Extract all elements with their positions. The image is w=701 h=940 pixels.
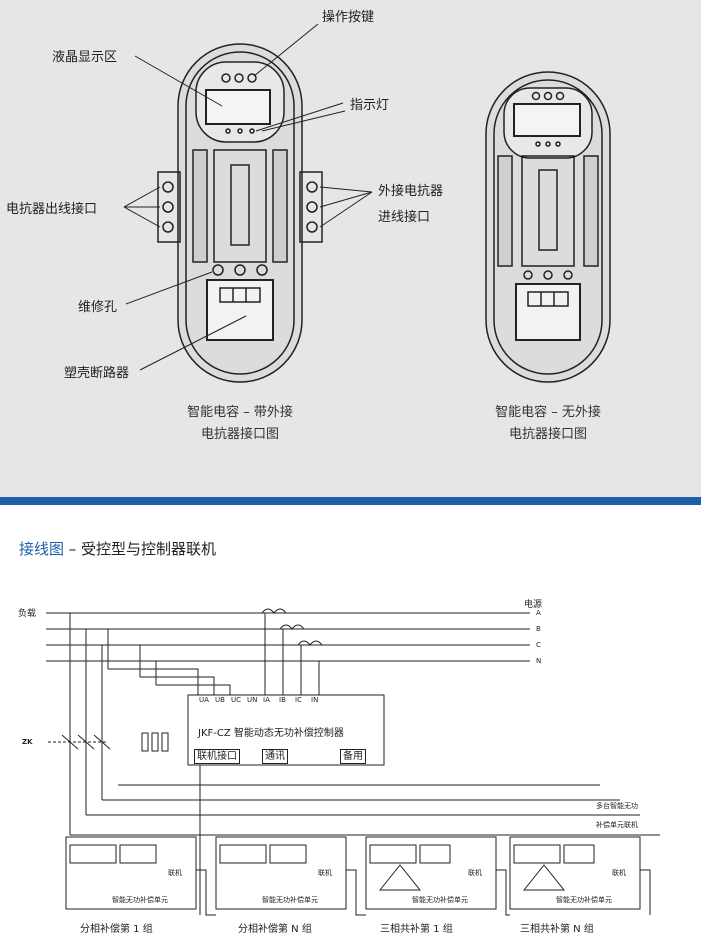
device-drawings: [123, 23, 611, 383]
group-label-4: 三相共补第 N 组: [520, 924, 594, 935]
unit-box-4: [509, 836, 641, 910]
device-right: [485, 71, 611, 383]
ct-coil-b: [279, 624, 305, 630]
term-un: UN: [247, 696, 258, 704]
caption-left: 智能电容 – 带外接 电抗器接口图: [160, 402, 320, 446]
section-title: 接线图 – 受控型与控制器联机: [19, 538, 216, 559]
ct-coil-a: [261, 608, 287, 614]
unit2-name: 智能无功补偿单元: [262, 896, 318, 904]
unit4-link: 联机: [612, 869, 626, 877]
callout-reactor-in-2: 进线接口: [378, 210, 431, 225]
term-ic: IC: [295, 696, 302, 704]
section-title-accent: 接线图: [19, 540, 65, 558]
section-divider: [0, 497, 701, 505]
controller-port-spare: 备用: [340, 749, 366, 764]
section-title-rest: – 受控型与控制器联机: [64, 540, 217, 558]
unit-box-1: [65, 836, 197, 910]
wiring-diagram: [46, 608, 660, 916]
term-ua: UA: [199, 696, 209, 704]
group-label-2: 分相补偿第 N 组: [238, 924, 312, 935]
load-label: 负载: [18, 609, 37, 619]
caption-right-line1: 智能电容 – 无外接: [495, 405, 601, 420]
term-in: IN: [311, 696, 319, 704]
unit-box-2: [215, 836, 347, 910]
caption-right: 智能电容 – 无外接 电抗器接口图: [468, 402, 628, 446]
term-uc: UC: [231, 696, 242, 704]
term-ia: IA: [263, 696, 270, 704]
group-label-3: 三相共补第 1 组: [380, 924, 453, 935]
controller-title: JKF-CZ 智能动态无功补偿控制器: [198, 728, 344, 739]
callout-buttons: 操作按键: [322, 10, 375, 25]
unit2-link: 联机: [318, 869, 332, 877]
phase-b: B: [536, 625, 541, 633]
callout-reactor-out: 电抗器出线接口: [6, 202, 98, 217]
zk-label: ZK: [22, 738, 33, 746]
caption-left-line1: 智能电容 – 带外接: [187, 405, 293, 420]
phase-a: A: [536, 609, 541, 617]
unit-box-3: [365, 836, 497, 910]
callout-indicator: 指示灯: [350, 98, 390, 113]
controller-box: [187, 694, 385, 766]
unit3-name: 智能无功补偿单元: [412, 896, 468, 904]
multi-note-2: 补偿单元联机: [596, 821, 638, 829]
caption-right-line2: 电抗器接口图: [508, 427, 587, 442]
unit4-name: 智能无功补偿单元: [556, 896, 612, 904]
source-label: 电源: [524, 600, 543, 610]
product-figure-panel: 操作按键 液晶显示区 指示灯 电抗器出线接口 外接电抗器 进线接口 维修孔 塑壳…: [0, 0, 701, 497]
device-left: [157, 43, 323, 383]
unit1-name: 智能无功补偿单元: [112, 896, 168, 904]
term-ub: UB: [215, 696, 225, 704]
callout-lines: [123, 23, 373, 371]
callout-reactor-in-1: 外接电抗器: [378, 184, 444, 199]
caption-left-line2: 电抗器接口图: [200, 427, 279, 442]
phase-n: N: [536, 657, 542, 665]
callout-maint-hole: 维修孔: [78, 300, 118, 315]
callout-lcd: 液晶显示区: [52, 50, 118, 65]
controller-port-comm: 通讯: [262, 749, 288, 764]
multi-note-1: 多台智能无功: [596, 802, 638, 810]
ct-coil-c: [297, 640, 323, 646]
callout-breaker: 塑壳断路器: [64, 366, 130, 381]
phase-c: C: [536, 641, 541, 649]
group-label-1: 分相补偿第 1 组: [80, 924, 153, 935]
controller-port-link: 联机接口: [194, 749, 240, 764]
unit3-link: 联机: [468, 869, 482, 877]
unit1-link: 联机: [168, 869, 182, 877]
term-ib: IB: [279, 696, 286, 704]
